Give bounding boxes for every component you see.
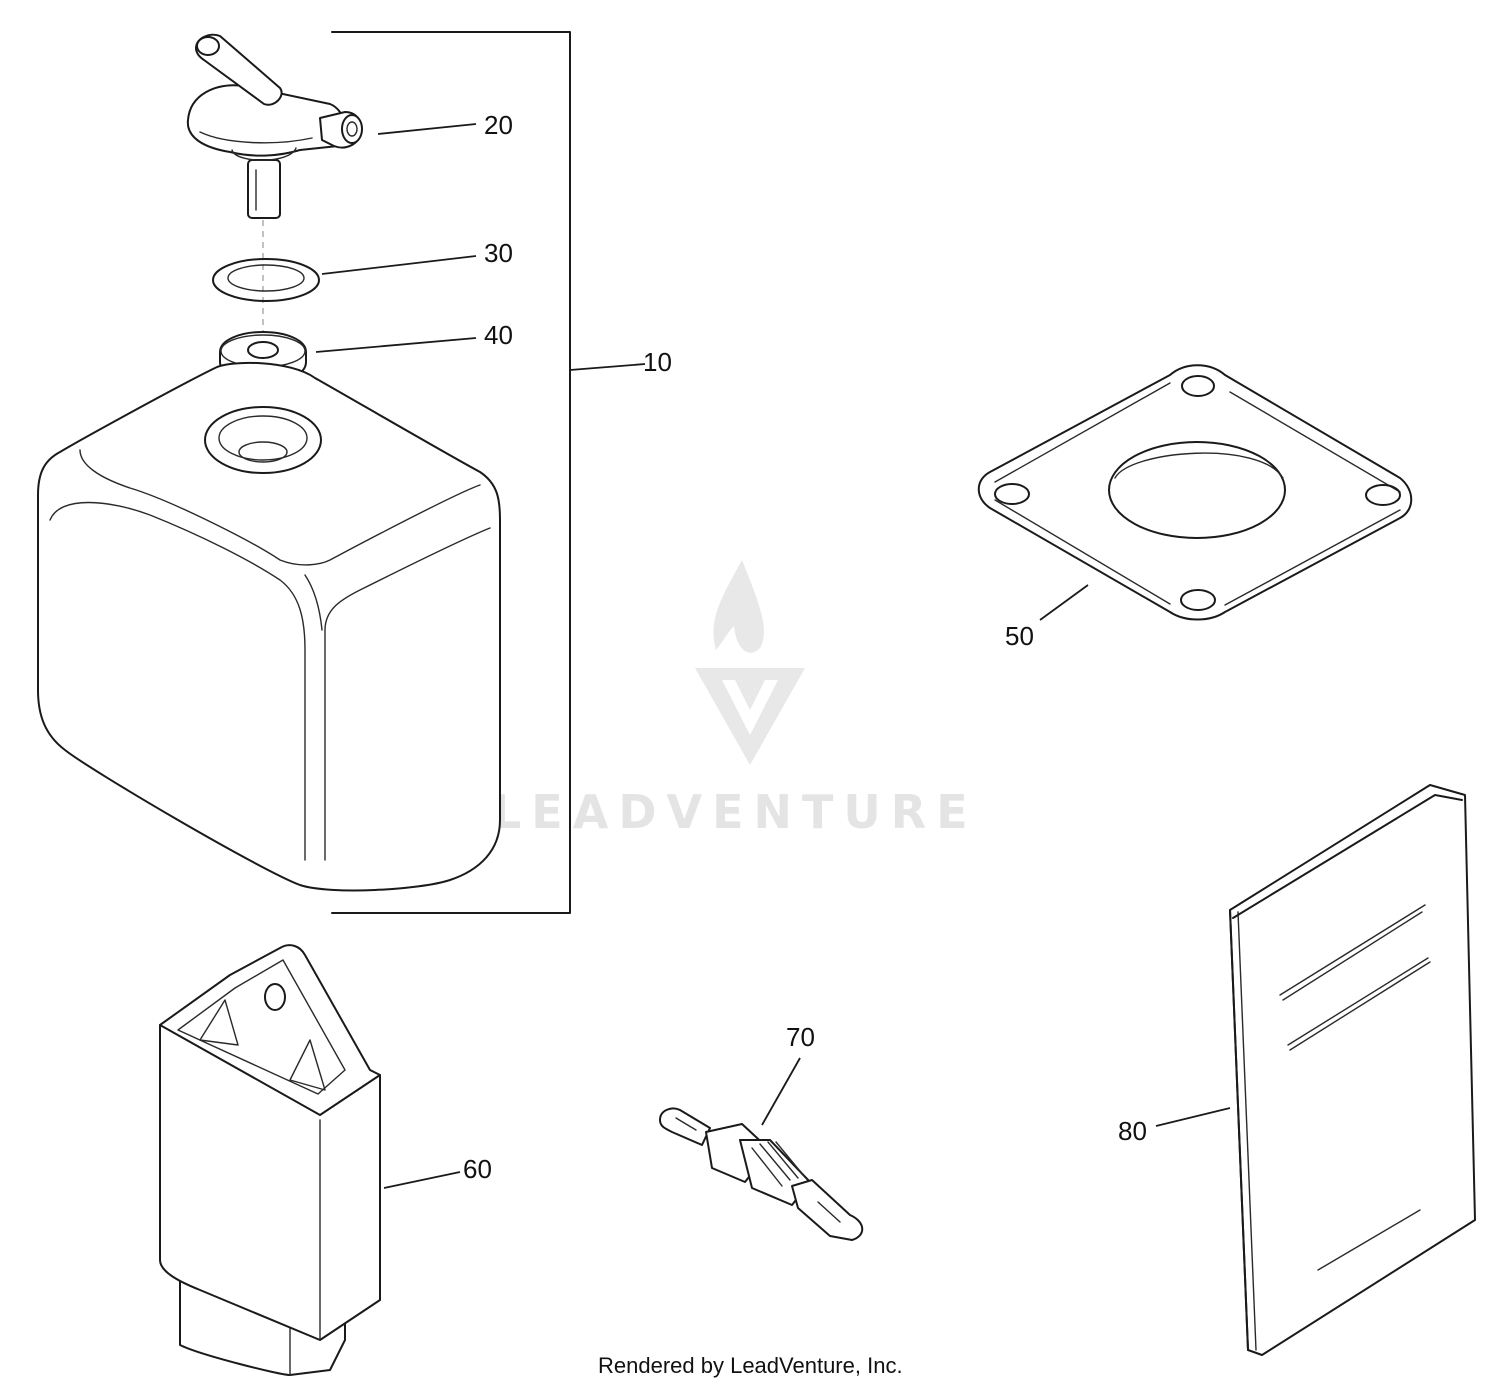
leader-70 [761, 1057, 801, 1126]
leader-40 [315, 337, 477, 353]
part-30-o-ring [212, 258, 320, 302]
callout-50: 50 [1005, 621, 1034, 651]
leadventure-watermark: LEADVENTURE [492, 560, 978, 839]
v-logo-icon [695, 668, 805, 765]
callout-40: 40 [484, 320, 513, 350]
leader-60 [383, 1171, 461, 1189]
callout-60: 60 [463, 1154, 492, 1184]
leader-10 [569, 363, 646, 371]
callout-70: 70 [786, 1022, 815, 1052]
callout-30: 30 [484, 238, 513, 268]
leader-20 [377, 123, 477, 135]
leader-80 [1155, 1107, 1231, 1127]
part-80-manual [1229, 784, 1476, 1356]
callout-80: 80 [1118, 1116, 1147, 1146]
callout-10: 10 [643, 347, 672, 377]
part-50-gasket [977, 364, 1413, 621]
part-70-sensor [659, 1107, 864, 1241]
leader-50 [1039, 584, 1089, 621]
callout-20: 20 [484, 110, 513, 140]
leader-30 [321, 255, 477, 275]
part-20-fuel-valve [186, 33, 363, 219]
part-60-module [159, 944, 381, 1376]
flame-logo-icon [713, 560, 764, 653]
assembly-bracket [331, 31, 571, 914]
render-credit: Rendered by LeadVenture, Inc. [598, 1353, 903, 1378]
fuel-tank [37, 361, 501, 892]
watermark-text: LEADVENTURE [492, 785, 978, 839]
